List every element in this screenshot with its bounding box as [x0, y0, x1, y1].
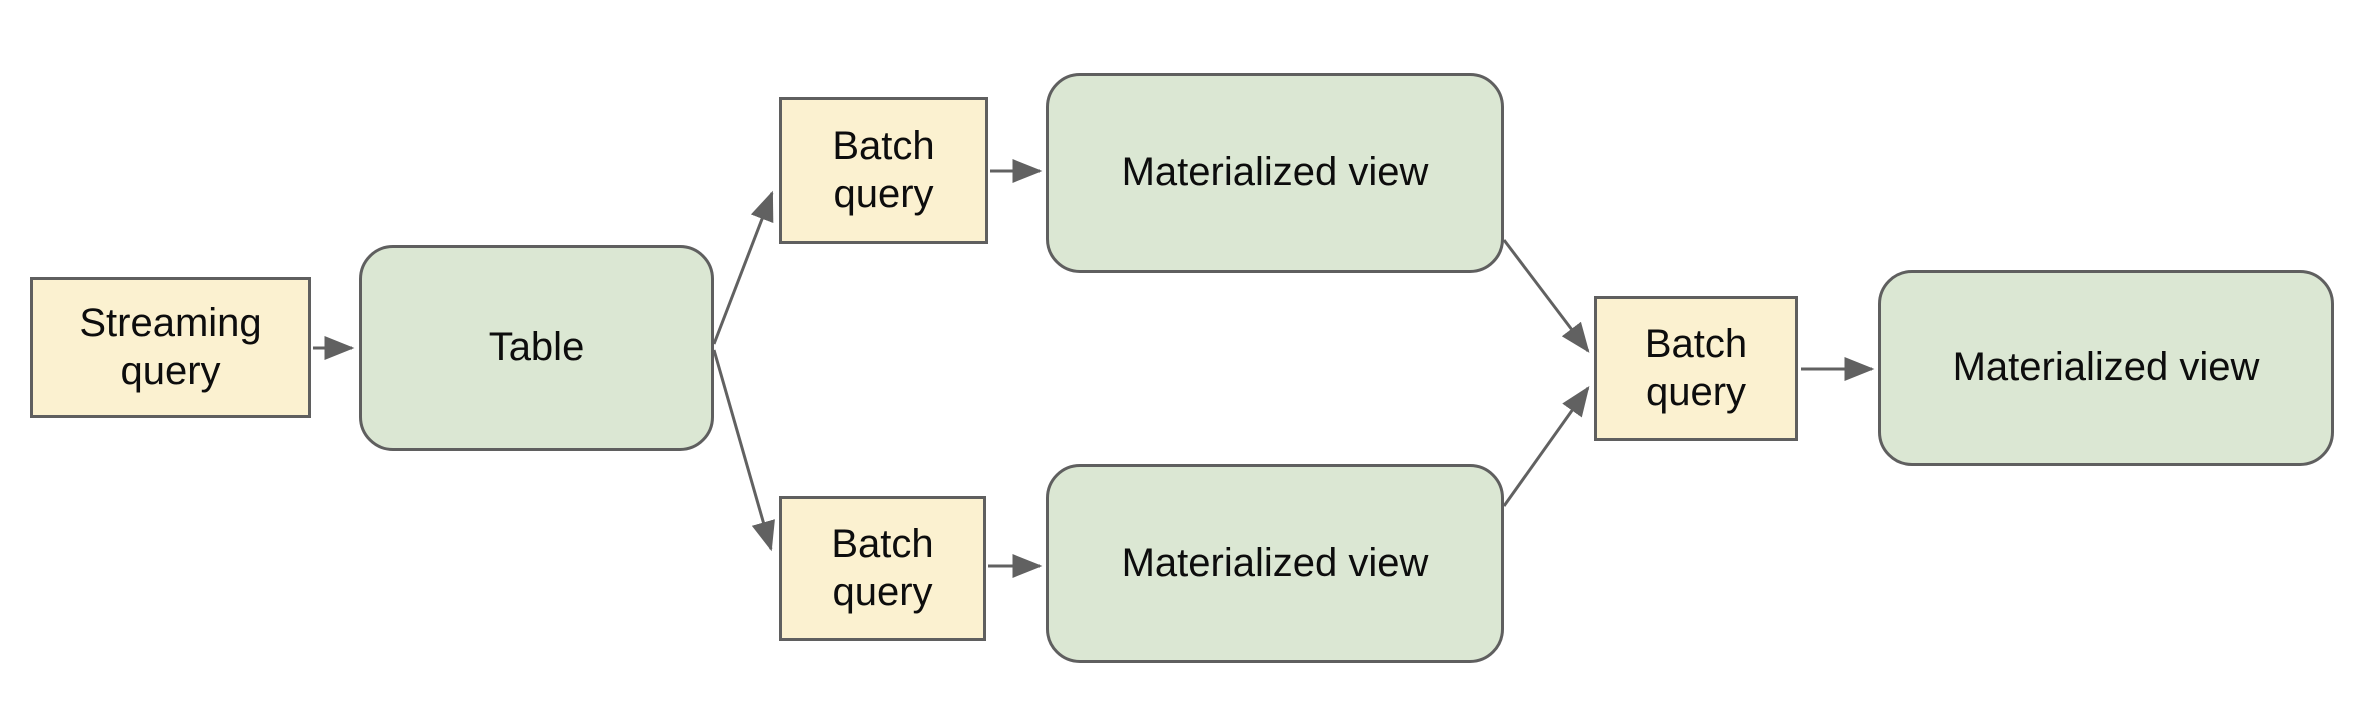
node-materialized-view-bottom: Materialized view: [1046, 464, 1504, 663]
node-label-materialized-view-top: Materialized view: [1121, 150, 1429, 195]
edge-table-to-batch-query-top: [712, 190, 774, 345]
edge-table-to-batch-query-bottom: [712, 349, 775, 552]
node-label-materialized-view-right: Materialized view: [1952, 345, 2260, 390]
node-table: Table: [359, 245, 714, 451]
node-label-batch-query-bottom: Batch query: [831, 522, 934, 614]
node-materialized-view-top: Materialized view: [1046, 73, 1504, 273]
node-batch-query-top: Batch query: [779, 97, 988, 244]
edge-materialized-view-bottom-to-batch-query-right: [1502, 386, 1590, 507]
node-label-materialized-view-bottom: Materialized view: [1121, 540, 1429, 585]
node-label-streaming-query: Streaming query: [79, 301, 262, 393]
node-label-table: Table: [488, 325, 585, 370]
node-label-batch-query-top: Batch query: [832, 124, 935, 216]
edge-materialized-view-top-to-batch-query-right: [1502, 239, 1590, 353]
node-materialized-view-right: Materialized view: [1878, 270, 2334, 466]
node-label-batch-query-right: Batch query: [1644, 322, 1748, 414]
node-batch-query-bottom: Batch query: [779, 496, 986, 641]
node-streaming-query: Streaming query: [30, 277, 311, 418]
node-batch-query-right: Batch query: [1594, 296, 1798, 441]
